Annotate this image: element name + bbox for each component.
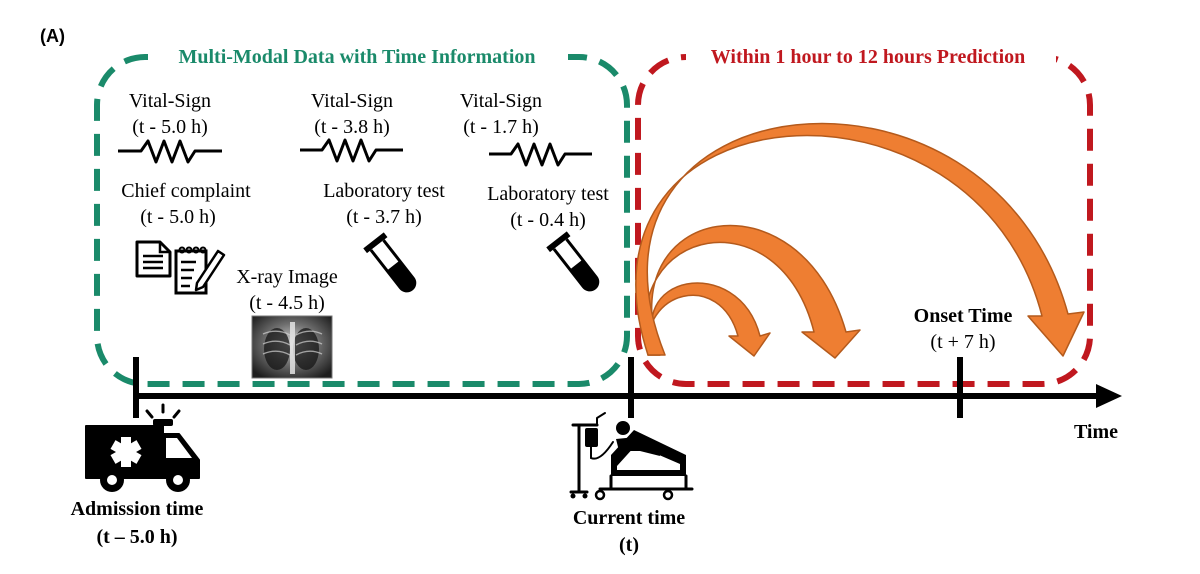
arrow-icon: [644, 224, 861, 359]
wave-icon: [300, 138, 403, 163]
test-tube-icon: [363, 232, 417, 293]
lab-test-2-label: Laboratory test: [487, 183, 609, 205]
time-axis-arrowhead: [1096, 384, 1122, 408]
right-box-title: Within 1 hour to 12 hours Prediction: [711, 46, 1026, 68]
test-tube-icon: [546, 231, 600, 292]
vital-sign-2-time: (t - 3.8 h): [314, 116, 390, 138]
vital-sign-3-time: (t - 1.7 h): [463, 116, 539, 138]
admission-time: (t – 5.0 h): [96, 526, 177, 548]
xray-label: X-ray Image: [236, 266, 338, 288]
current-label: Current time: [573, 507, 685, 529]
arrow-icon: [646, 282, 771, 357]
left-box-title: Multi-Modal Data with Time Information: [178, 46, 535, 68]
wave-icon: [118, 139, 222, 164]
panel-label: (A): [40, 26, 65, 46]
ambulance-icon: [85, 403, 200, 492]
admission-label: Admission time: [71, 498, 204, 520]
arrow-icon: [635, 122, 1085, 357]
onset-time: (t + 7 h): [930, 331, 995, 353]
xray-time: (t - 4.5 h): [249, 292, 325, 314]
notepad-icon: [174, 246, 226, 295]
xray-image: [251, 315, 333, 379]
vital-sign-1-label: Vital-Sign: [129, 90, 211, 112]
chief-complaint-time: (t - 5.0 h): [140, 206, 216, 228]
vital-sign-3-label: Vital-Sign: [460, 90, 542, 112]
vital-sign-2-label: Vital-Sign: [311, 90, 393, 112]
document-icon: [135, 240, 172, 278]
vital-sign-1-time: (t - 5.0 h): [132, 116, 208, 138]
chief-complaint-label: Chief complaint: [121, 180, 251, 202]
lab-test-2-time: (t - 0.4 h): [510, 209, 586, 231]
hospital-bed-icon: [569, 412, 694, 501]
current-time: (t): [619, 534, 639, 556]
time-axis-label: Time: [1074, 421, 1118, 443]
lab-test-1-time: (t - 3.7 h): [346, 206, 422, 228]
prediction-arrows: [635, 122, 1085, 359]
onset-label: Onset Time: [914, 305, 1013, 327]
lab-test-1-label: Laboratory test: [323, 180, 445, 202]
wave-icon: [489, 142, 592, 167]
